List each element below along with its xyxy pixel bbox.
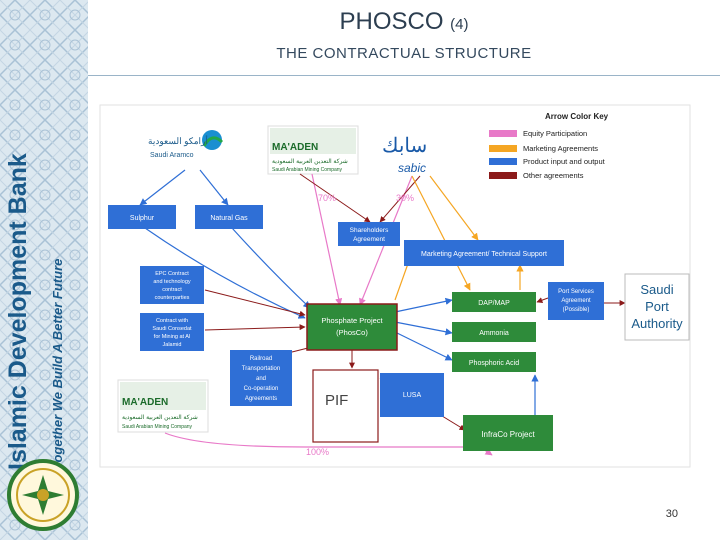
svg-text:Saudi Arabian Mining Company: Saudi Arabian Mining Company <box>122 424 193 430</box>
legend-swatch-equity <box>489 130 517 137</box>
svg-text:Port: Port <box>645 299 669 314</box>
geometric-pattern <box>0 0 88 540</box>
svg-text:Natural Gas: Natural Gas <box>210 215 248 222</box>
svg-text:InfraCo Project: InfraCo Project <box>481 430 535 439</box>
legend-swatch-product <box>489 158 517 165</box>
sabic-logo: سابك sabic <box>376 126 456 176</box>
svg-text:Co-operation: Co-operation <box>244 386 279 392</box>
mining-contract-box: Contract with Saudi Consedat for Mining … <box>140 313 204 351</box>
svg-text:and technology: and technology <box>153 279 191 285</box>
svg-text:Transportation: Transportation <box>242 366 280 372</box>
svg-text:Other agreements: Other agreements <box>523 171 584 180</box>
pct-maaden-label: 70% <box>318 193 336 203</box>
svg-text:(PhosCo): (PhosCo) <box>336 328 368 337</box>
svg-text:Jalamid: Jalamid <box>163 342 182 348</box>
railroad-agreements-box: Railroad Transportation and Co-operation… <box>230 350 292 406</box>
infraco-project-box: InfraCo Project <box>463 415 553 451</box>
svg-text:Ammonia: Ammonia <box>479 330 509 337</box>
svg-text:Phosphate Project: Phosphate Project <box>321 316 383 325</box>
svg-text:Authority: Authority <box>631 316 683 331</box>
pct-sabic-label: 30% <box>396 193 414 203</box>
shareholders-agreement-box: Shareholders Agreement <box>338 222 400 246</box>
lusa-box: LUSA <box>380 373 444 417</box>
svg-text:أرامكو السعودية: أرامكو السعودية <box>148 134 208 147</box>
svg-text:Contract with: Contract with <box>156 318 188 324</box>
dap-map-box: DAP/MAP <box>452 292 536 312</box>
legend-swatch-other <box>489 172 517 179</box>
svg-text:شركة التعدين العربية السعودية: شركة التعدين العربية السعودية <box>272 158 348 165</box>
svg-text:for Mining at Al: for Mining at Al <box>154 334 190 340</box>
svg-text:Product input and output: Product input and output <box>523 157 606 166</box>
natural-gas-box: Natural Gas <box>195 205 263 229</box>
svg-text:Saudi Aramco: Saudi Aramco <box>150 152 194 159</box>
page-subtitle: THE CONTRACTUAL STRUCTURE <box>276 45 532 62</box>
idb-emblem-icon <box>7 459 79 531</box>
svg-text:Shareholders: Shareholders <box>350 227 389 234</box>
page-title: PHOSCO (4) <box>339 8 469 35</box>
svg-text:Marketing Agreements: Marketing Agreements <box>523 144 598 153</box>
svg-text:Equity Participation: Equity Participation <box>523 129 587 138</box>
svg-text:LUSA: LUSA <box>403 392 422 399</box>
sulphur-box: Sulphur <box>108 205 176 229</box>
maaden-logo-bottom: MA'ADEN شركة التعدين العربية السعودية Sa… <box>117 379 209 433</box>
svg-text:sabic: sabic <box>398 161 426 175</box>
pif-box: PIF <box>312 369 379 443</box>
svg-text:Agreement: Agreement <box>353 236 385 243</box>
maaden-logo-top: MA'ADEN شركة التعدين العربية السعودية Sa… <box>267 125 359 175</box>
pct-pif-label: 100% <box>306 447 329 457</box>
saudi-aramco-logo: أرامكو السعودية Saudi Aramco <box>143 125 229 169</box>
svg-text:PIF: PIF <box>325 392 348 409</box>
svg-text:MA'ADEN: MA'ADEN <box>122 397 168 408</box>
port-services-box: Port Services Agreement (Possible) <box>548 282 604 320</box>
svg-text:contract: contract <box>162 287 182 293</box>
legend-swatch-marketing <box>489 145 517 152</box>
svg-text:(Possible): (Possible) <box>563 307 590 313</box>
ammonia-box: Ammonia <box>452 322 536 342</box>
svg-text:Saudi: Saudi <box>640 282 673 297</box>
page-number: 30 <box>665 508 678 520</box>
svg-text:Agreement: Agreement <box>561 298 591 304</box>
svg-text:Saudi Arabian Mining Company: Saudi Arabian Mining Company <box>272 167 343 173</box>
marketing-agreement-box: Marketing Agreement/ Technical Support <box>404 240 564 266</box>
saudi-port-authority-box: Saudi Port Authority <box>624 273 690 341</box>
svg-text:Sulphur: Sulphur <box>130 215 155 222</box>
svg-text:counterparties: counterparties <box>155 295 190 301</box>
svg-text:سابك: سابك <box>382 135 427 157</box>
arrow-color-legend: Arrow Color Key Equity Participation Mar… <box>489 112 609 180</box>
svg-text:Arrow Color Key: Arrow Color Key <box>545 112 609 121</box>
svg-text:MA'ADEN: MA'ADEN <box>272 142 318 153</box>
svg-text:Railroad: Railroad <box>250 356 272 362</box>
svg-text:Port Services: Port Services <box>558 289 594 295</box>
svg-text:Marketing Agreement/ Technical: Marketing Agreement/ Technical Support <box>421 251 547 258</box>
phosphoric-acid-box: Phosphoric Acid <box>452 352 536 372</box>
svg-text:شركة التعدين العربية السعودية: شركة التعدين العربية السعودية <box>122 414 198 421</box>
epc-contract-box: EPC Contract and technology contract cou… <box>140 266 204 304</box>
svg-text:Saudi Consedat: Saudi Consedat <box>152 326 192 332</box>
svg-text:and: and <box>256 376 266 382</box>
svg-text:Phosphoric Acid: Phosphoric Acid <box>469 360 519 367</box>
svg-text:EPC Contract: EPC Contract <box>155 271 189 277</box>
svg-text:Agreements: Agreements <box>245 396 277 402</box>
svg-text:DAP/MAP: DAP/MAP <box>478 300 510 307</box>
sidebar-banner: Islamic Development Bank Together We Bui… <box>0 0 88 540</box>
header-divider <box>88 75 720 76</box>
phosphate-project-box: Phosphate Project (PhosCo) <box>306 303 398 351</box>
